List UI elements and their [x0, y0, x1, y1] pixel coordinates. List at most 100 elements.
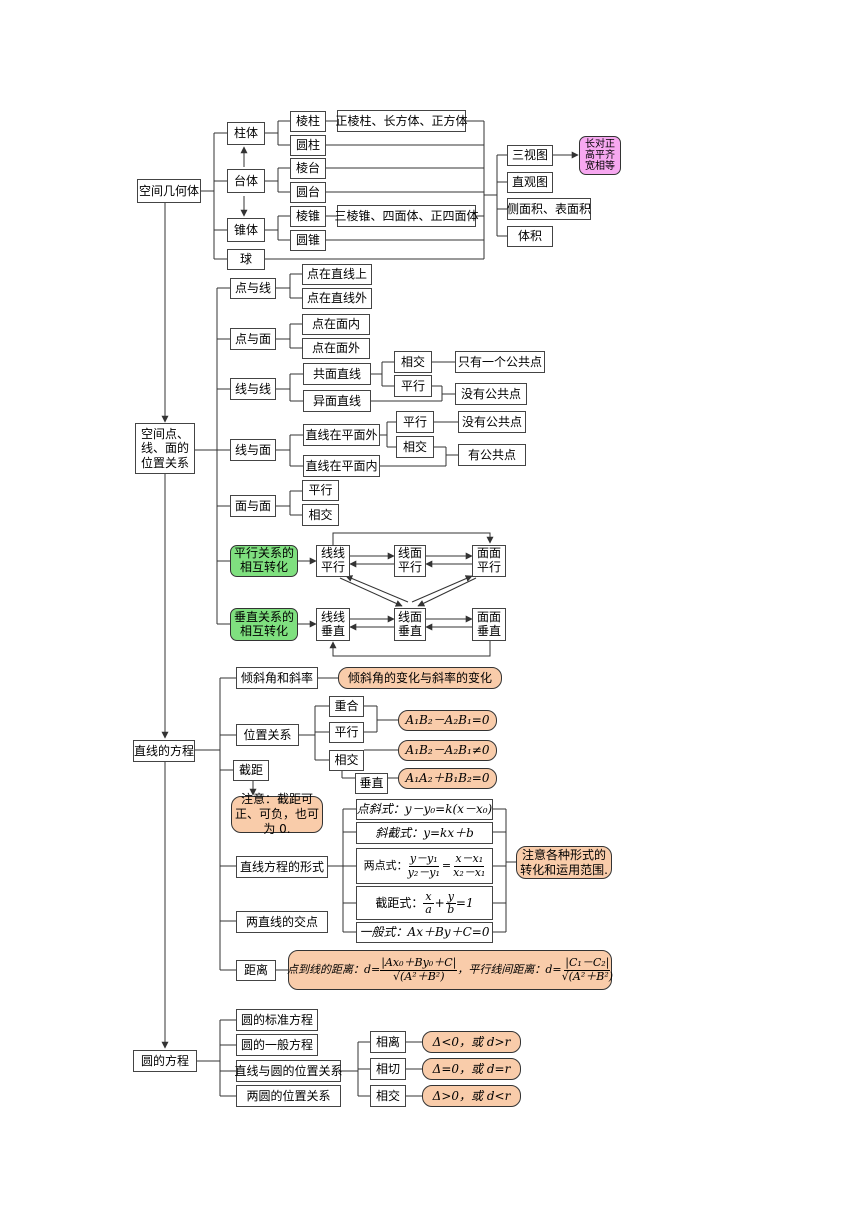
- intersection-node: 两直线的交点: [236, 911, 328, 933]
- two-point-eq: =: [441, 859, 452, 873]
- intercept-form-y: y: [445, 889, 456, 904]
- cross-node: 相交: [370, 1085, 406, 1107]
- dist-sep: ，平行线间距离：d=: [457, 963, 562, 977]
- lp-has-common: 有公共点: [458, 444, 526, 466]
- line-circle-node: 直线与圆的位置关系: [235, 1060, 343, 1082]
- general-form: 一般式：Ax＋By＋C=0: [356, 922, 493, 943]
- condition-intersect: A₁B₂－A₂B₁≠0: [398, 740, 497, 761]
- tangent-node: 相切: [370, 1058, 406, 1080]
- intercept-form-rhs: =1: [455, 895, 474, 910]
- prism-types: 正棱柱、长方体、正方体: [336, 110, 468, 132]
- circle-general: 圆的一般方程: [236, 1034, 318, 1056]
- intersect-node: 相交: [329, 750, 364, 771]
- ll-perp-node: 线线垂直: [316, 608, 350, 641]
- ll-parallel-node: 线线平行: [316, 545, 350, 577]
- line-eq-title: 直线的方程: [133, 740, 195, 762]
- line-plane-node: 线与面: [230, 439, 276, 461]
- pl-off: 点在直线外: [302, 288, 372, 309]
- frustum-round-node: 圆台: [290, 182, 326, 203]
- two-circles-node: 两圆的位置关系: [236, 1085, 341, 1107]
- ll-intersect: 相交: [394, 351, 432, 373]
- incline-note: 倾斜角的变化与斜率的变化: [338, 667, 502, 689]
- intercept-form-x: x: [423, 889, 434, 904]
- incline-node: 倾斜角和斜率: [236, 667, 318, 689]
- ll-no-common: 没有公共点: [455, 383, 527, 405]
- lpl-parallel-node: 线面平行: [394, 545, 426, 577]
- two-point-num2: x－x₁: [454, 852, 485, 867]
- coincide-node: 重合: [329, 696, 364, 717]
- ppl-intersect: 相交: [302, 504, 339, 526]
- plpl-parallel-node: 面面平行: [472, 545, 506, 577]
- condition-parallel: A₁B₂－A₂B₁=0: [398, 710, 497, 731]
- three-views-node: 三视图: [507, 145, 553, 166]
- position-node: 位置关系: [236, 724, 299, 746]
- sphere-node: 球: [227, 249, 265, 270]
- dist-den1: √(A²＋B²): [393, 969, 445, 983]
- pyramid-types: 三棱锥、四面体、正四面体: [335, 205, 479, 227]
- circle-title: 圆的方程: [133, 1050, 197, 1072]
- two-point-label: 两点式：: [363, 859, 408, 873]
- three-views-rule: 长对正高平齐宽相等: [579, 136, 621, 175]
- line-line-node: 线与线: [230, 378, 276, 400]
- separate-condition: Δ<0，或 d>r: [422, 1031, 521, 1053]
- dist-num1: |Ax₀＋By₀＋C|: [380, 955, 458, 971]
- intercept-note: 注意：截距可正、可负，也可为 0.: [231, 792, 323, 836]
- perp-transform: 垂直关系的相互转化: [230, 608, 298, 641]
- pp-out: 点在面外: [302, 338, 370, 359]
- geometry-title: 空间几何体: [137, 179, 201, 203]
- circle-standard: 圆的标准方程: [236, 1009, 318, 1031]
- intercept-form: 截距式： x a + y b =1: [356, 886, 493, 920]
- dist-den2: √(A²＋B²): [561, 969, 614, 983]
- forms-node: 直线方程的形式: [236, 856, 328, 878]
- condition-perp: A₁A₂＋B₁B₂=0: [398, 768, 497, 789]
- two-point-form: 两点式： y－y₁ y₂－y₁ = x－x₁ x₂－x₁: [356, 848, 493, 884]
- cylinder-node: 圆柱: [290, 135, 326, 156]
- point-line-node: 点与线: [230, 278, 276, 299]
- frustum-group: 台体: [227, 169, 265, 193]
- intuitive-node: 直观图: [507, 172, 553, 193]
- cross-condition: Δ>0，或 d<r: [422, 1085, 521, 1107]
- distance-node: 距离: [236, 960, 276, 981]
- plane-plane-node: 面与面: [230, 495, 276, 517]
- prism-group: 柱体: [227, 122, 265, 145]
- pp-in: 点在面内: [302, 314, 370, 335]
- surface-node: 侧面积、表面积: [507, 198, 591, 220]
- inside-plane-node: 直线在平面内: [303, 455, 380, 477]
- pl-on: 点在直线上: [302, 264, 372, 285]
- tangent-condition: Δ=0，或 d=r: [422, 1058, 521, 1080]
- frustum-prism-node: 棱台: [290, 158, 326, 179]
- lp-parallel: 平行: [396, 411, 434, 433]
- point-plane-node: 点与面: [230, 328, 276, 350]
- skew-node: 异面直线: [303, 390, 371, 412]
- pyramid-node: 棱锥: [290, 206, 326, 227]
- two-point-num1: y－y₁: [408, 852, 439, 867]
- two-point-den1: y₂－y₁: [407, 865, 440, 879]
- parallel-node: 平行: [329, 722, 364, 743]
- coplanar-node: 共面直线: [303, 363, 371, 385]
- perp-node: 垂直: [355, 773, 388, 794]
- slope-intercept-form: 斜截式：y=kx＋b: [356, 822, 493, 844]
- intercept-form-label: 截距式：: [375, 895, 424, 910]
- parallel-transform: 平行关系的相互转化: [230, 545, 298, 577]
- cone-group: 锥体: [227, 218, 265, 242]
- plpl-perp-node: 面面垂直: [472, 608, 506, 641]
- intercept-form-b: b: [447, 902, 455, 916]
- point-slope-form: 点斜式：y－y₀=k(x－x₀): [356, 799, 493, 820]
- ll-parallel: 平行: [394, 375, 432, 397]
- volume-node: 体积: [507, 226, 553, 247]
- dist-label1: 点到线的距离：d=: [286, 963, 381, 977]
- forms-note: 注意各种形式的转化和运用范围.: [516, 846, 612, 879]
- lpl-perp-node: 线面垂直: [394, 608, 426, 641]
- lp-intersect: 相交: [396, 436, 434, 458]
- outside-plane-node: 直线在平面外: [303, 424, 380, 446]
- ll-one-point: 只有一个公共点: [455, 351, 545, 373]
- intercept-form-plus: +: [434, 895, 445, 910]
- dist-num2: |C₁－C₂|: [564, 955, 611, 971]
- intercept-node: 截距: [233, 760, 269, 781]
- distance-formulas: 点到线的距离：d= |Ax₀＋By₀＋C| √(A²＋B²) ，平行线间距离：d…: [286, 950, 614, 990]
- ppl-parallel: 平行: [302, 480, 339, 501]
- prism-node: 棱柱: [290, 111, 326, 132]
- positions-title: 空间点、线、面的位置关系: [135, 423, 195, 474]
- two-point-den2: x₂－x₁: [453, 865, 486, 879]
